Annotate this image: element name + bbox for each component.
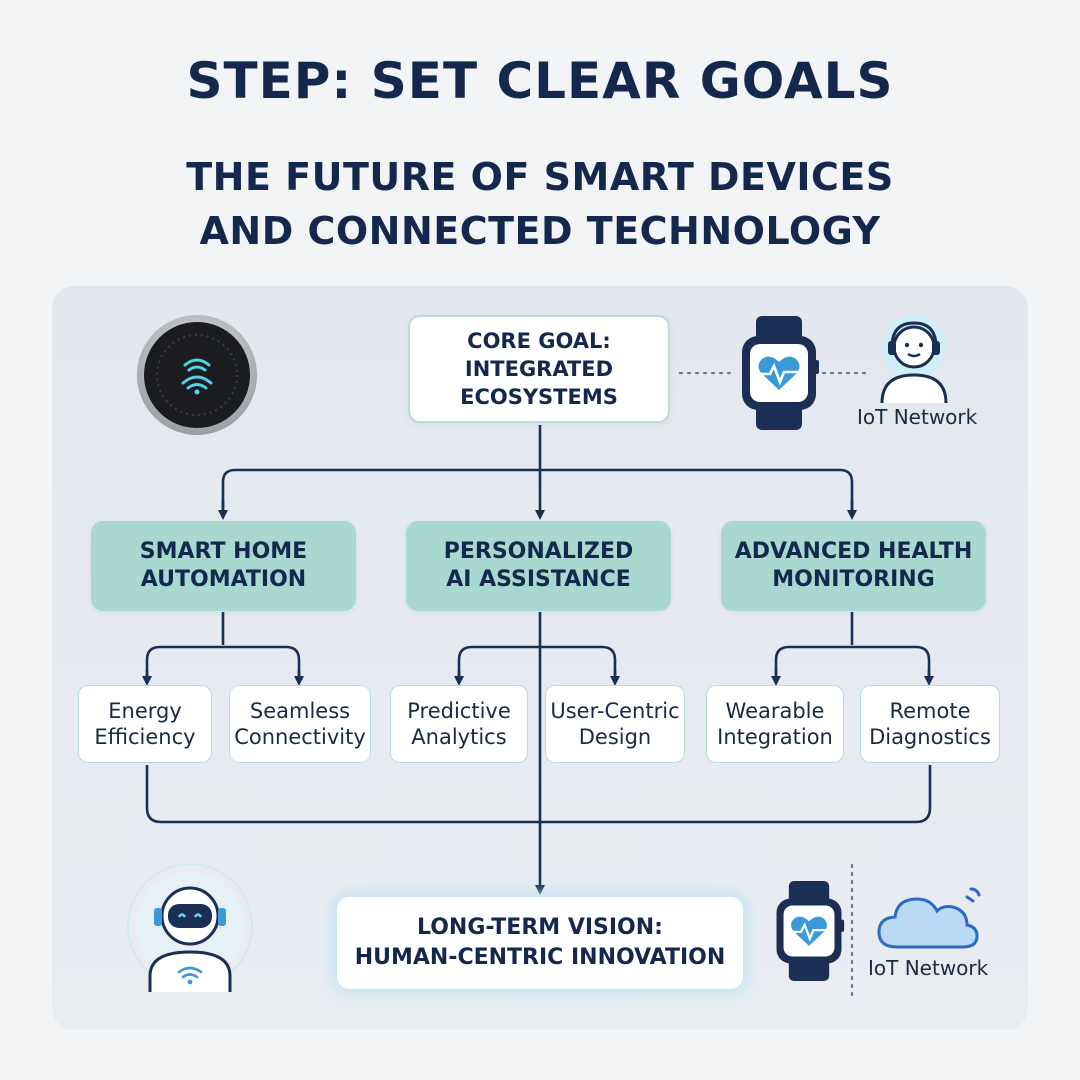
leaf-line-1: Remote [889,699,971,723]
leaf-line-2: Connectivity [234,725,366,749]
leaf-line-2: Diagnostics [869,725,991,749]
leaf-line-1: Predictive [407,699,511,723]
smart-thermostat-icon [137,315,257,435]
leaf-line-1: User-Centric [550,699,680,723]
leaf-line-1: Wearable [725,699,825,723]
leaf-line-1: Seamless [249,699,351,723]
page-title: STEP: SET CLEAR GOALS [186,52,894,110]
leaf-line-2: Analytics [411,725,507,749]
category-smart-home: SMART HOME AUTOMATION [91,521,356,611]
category-health-line-1: ADVANCED HEALTH [734,539,973,564]
smartwatch-icon [742,316,819,430]
leaf-line-2: Integration [717,725,833,749]
core-goal-box: CORE GOAL: INTEGRATED ECOSYSTEMS [408,315,670,423]
core-goal-line-3: ECOSYSTEMS [460,385,618,409]
category-smart-home-line-2: AUTOMATION [140,567,307,592]
category-ai-line-1: PERSONALIZED [443,539,634,564]
user-headset-icon [880,315,948,404]
subtitle-line-1: THE FUTURE OF SMART DEVICES [186,155,894,199]
iot-network-label-top: IoT Network [857,405,978,429]
category-health-monitoring: ADVANCED HEALTH MONITORING [721,521,986,611]
page-subtitle: THE FUTURE OF SMART DEVICES AND CONNECTE… [0,150,1080,258]
leaf-line-2: Efficiency [94,725,196,749]
category-ai-assistance: PERSONALIZED AI ASSISTANCE [406,521,671,611]
long-term-vision-box: LONG-TERM VISION: HUMAN-CENTRIC INNOVATI… [337,897,743,989]
category-ai-line-2: AI ASSISTANCE [446,567,631,592]
leaf-line-2: Design [578,725,652,749]
vision-line-1: LONG-TERM VISION: [416,915,663,940]
category-health-line-2: MONITORING [772,567,935,592]
leaf-line-1: Energy [108,699,182,723]
smartwatch-icon-bottom [776,880,845,982]
subtitle-line-2: AND CONNECTED TECHNOLOGY [199,209,881,253]
vision-line-2: HUMAN-CENTRIC INNOVATION [354,945,726,970]
core-goal-line-1: CORE GOAL: [467,329,611,353]
robot-assistant-icon [127,864,253,992]
category-smart-home-line-1: SMART HOME [139,539,308,564]
iot-network-label-bottom: IoT Network [868,956,989,980]
core-goal-line-2: INTEGRATED [464,357,614,381]
cloud-icon [877,887,981,949]
